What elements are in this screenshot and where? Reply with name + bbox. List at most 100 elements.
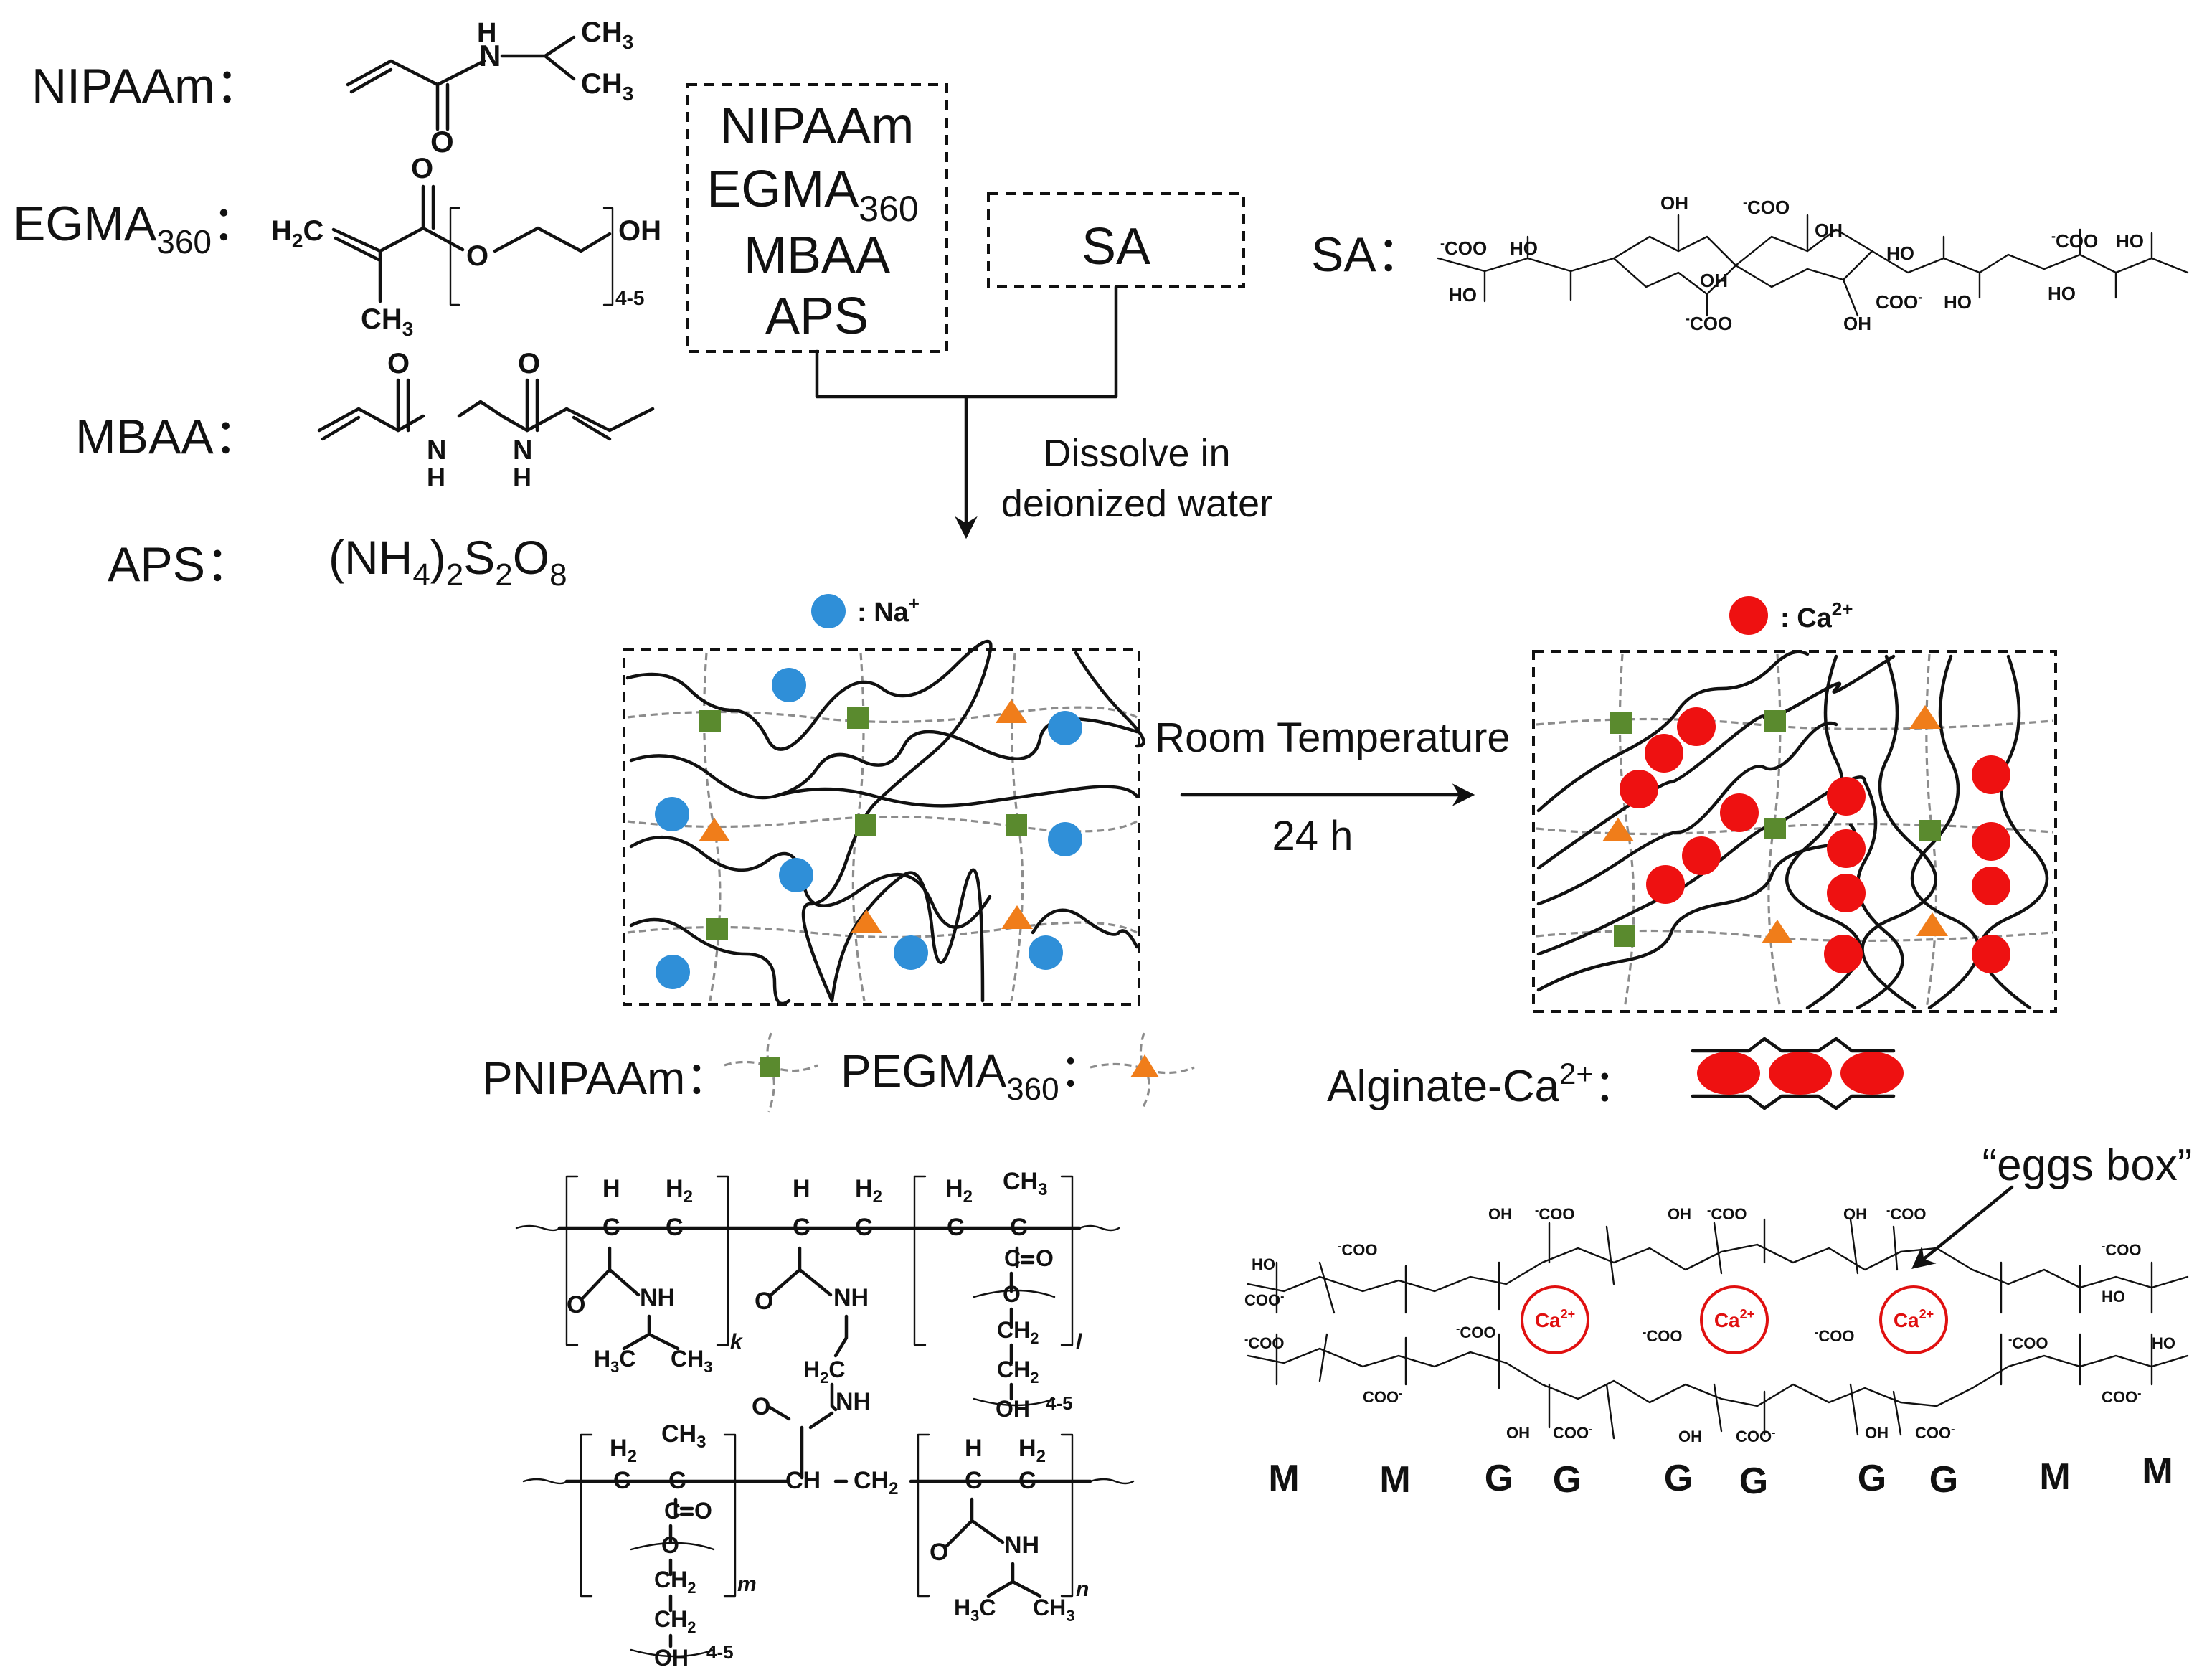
aps-label: APS： bbox=[108, 537, 254, 592]
svg-text:CH3: CH3 bbox=[361, 303, 413, 340]
svg-text:CH2: CH2 bbox=[654, 1606, 696, 1636]
svg-text:O: O bbox=[752, 1393, 770, 1420]
seq-3: G bbox=[1485, 1458, 1513, 1499]
svg-text:CH: CH bbox=[785, 1467, 821, 1494]
svg-text:O: O bbox=[430, 125, 454, 159]
ca-ion-1 bbox=[1521, 1285, 1589, 1354]
svg-text:OH: OH bbox=[1865, 1424, 1889, 1442]
svg-text:OH: OH bbox=[654, 1645, 689, 1671]
svg-text:OH: OH bbox=[1815, 220, 1843, 241]
svg-text:C: C bbox=[664, 1498, 681, 1524]
svg-text:O: O bbox=[466, 240, 488, 272]
na-network-frame bbox=[623, 648, 1140, 1006]
svg-text:HO: HO bbox=[2102, 1288, 2125, 1306]
svg-text:HO: HO bbox=[1449, 284, 1477, 306]
mbaa-label: MBAA： bbox=[75, 410, 263, 464]
svg-text:H: H bbox=[793, 1175, 810, 1202]
alginate-ca-label: Alginate-Ca2+： bbox=[1327, 1057, 1638, 1111]
svg-text:CH2: CH2 bbox=[854, 1467, 898, 1499]
svg-text:H2: H2 bbox=[1018, 1435, 1046, 1466]
svg-text:H2: H2 bbox=[855, 1175, 882, 1207]
egma-structure: H2C O O OH CH3 4-5 bbox=[271, 153, 661, 340]
svg-text:O: O bbox=[411, 153, 433, 184]
svg-text:N: N bbox=[427, 435, 446, 466]
svg-text:l: l bbox=[1076, 1330, 1082, 1354]
svg-text:H: H bbox=[427, 463, 445, 492]
svg-text:C: C bbox=[1018, 1467, 1036, 1494]
svg-text:C: C bbox=[613, 1467, 631, 1494]
svg-text:OH: OH bbox=[1843, 313, 1871, 334]
svg-text:HO: HO bbox=[2152, 1334, 2175, 1352]
seq-8: G bbox=[1929, 1459, 1958, 1501]
svg-text:CH2: CH2 bbox=[997, 1317, 1039, 1347]
svg-text:O: O bbox=[755, 1288, 773, 1315]
aps-formula: (NH4)2S2O8 bbox=[329, 531, 567, 593]
svg-text:O: O bbox=[1003, 1281, 1021, 1307]
svg-text:H2: H2 bbox=[666, 1175, 693, 1207]
na-legend-label: : Na+ bbox=[857, 593, 920, 628]
ca-legend-label: : Ca2+ bbox=[1780, 598, 1853, 633]
svg-text:-COO: -COO bbox=[1815, 1326, 1854, 1345]
svg-text:O: O bbox=[694, 1498, 712, 1524]
svg-text:-COO: -COO bbox=[1535, 1204, 1574, 1223]
svg-text:COO-: COO- bbox=[1736, 1427, 1775, 1445]
svg-text:CH3: CH3 bbox=[581, 68, 633, 105]
seq-1: M bbox=[1268, 1458, 1299, 1499]
monomer-box-line2: EGMA360 bbox=[706, 161, 918, 229]
svg-text:COO-: COO- bbox=[1876, 290, 1922, 313]
block-sequence: M M G G G G G G M M bbox=[1268, 1450, 2173, 1502]
ca-network bbox=[1532, 650, 2057, 1013]
svg-text:m: m bbox=[737, 1572, 757, 1596]
nipaam-structure: H N O CH3 CH3 bbox=[346, 16, 633, 159]
monomer-box-line1: NIPAAm bbox=[720, 98, 914, 155]
svg-text:H2: H2 bbox=[610, 1435, 637, 1466]
svg-text:HO: HO bbox=[2116, 230, 2144, 252]
sa-box bbox=[987, 192, 1245, 288]
svg-text:O: O bbox=[387, 348, 410, 379]
svg-text:OH: OH bbox=[1700, 270, 1728, 291]
svg-text:NH: NH bbox=[640, 1284, 675, 1311]
polymer-structure: H H2 C C O NH H3C CH3 k H H2 C C O NH H2… bbox=[515, 1168, 1135, 1671]
svg-text:O: O bbox=[1036, 1245, 1054, 1271]
svg-text:H3C: H3C bbox=[594, 1346, 635, 1376]
svg-text:Ca2+: Ca2+ bbox=[1894, 1307, 1934, 1331]
svg-text:OH: OH bbox=[1668, 1205, 1691, 1223]
svg-text:-COO: -COO bbox=[1440, 236, 1487, 259]
svg-text:CH3: CH3 bbox=[1033, 1595, 1074, 1625]
svg-text:-COO: -COO bbox=[1686, 311, 1732, 334]
svg-text:O: O bbox=[518, 348, 540, 379]
svg-text:k: k bbox=[730, 1330, 743, 1354]
svg-text:C: C bbox=[602, 1214, 620, 1241]
svg-text:C: C bbox=[668, 1467, 686, 1494]
seq-4: G bbox=[1553, 1459, 1582, 1501]
svg-text:-COO: -COO bbox=[2051, 229, 2098, 252]
seq-10: M bbox=[2142, 1450, 2173, 1492]
egg-box-ca-ions: Ca2+ Ca2+ Ca2+ bbox=[1521, 1285, 1948, 1354]
svg-text:OH: OH bbox=[996, 1396, 1030, 1422]
svg-text:OH: OH bbox=[1488, 1205, 1512, 1223]
svg-text:-COO: -COO bbox=[1338, 1240, 1377, 1259]
ca-legend-icon bbox=[1729, 596, 1768, 635]
eggs-box-label: “eggs box” bbox=[1982, 1141, 2193, 1190]
na-legend-icon bbox=[811, 594, 846, 628]
svg-text:CH3: CH3 bbox=[661, 1420, 706, 1452]
svg-text:-COO: -COO bbox=[1743, 195, 1790, 218]
pegma-label: PEGMA360： bbox=[841, 1045, 1105, 1107]
svg-text:H3C: H3C bbox=[954, 1595, 996, 1625]
svg-text:O: O bbox=[930, 1539, 948, 1566]
svg-text:OH: OH bbox=[618, 215, 661, 247]
svg-text:N: N bbox=[513, 435, 532, 466]
svg-text:Ca2+: Ca2+ bbox=[1714, 1307, 1754, 1331]
egma-label: EGMA360： bbox=[13, 197, 260, 260]
svg-text:n: n bbox=[1076, 1577, 1089, 1601]
seq-2: M bbox=[1379, 1459, 1410, 1501]
svg-text:NH: NH bbox=[1004, 1532, 1039, 1559]
pnipaam-legend-icon bbox=[724, 1032, 818, 1113]
svg-text:-COO: -COO bbox=[1456, 1323, 1495, 1341]
svg-text:COO-: COO- bbox=[2102, 1387, 2141, 1406]
reaction-condition-line1: Room Temperature bbox=[1155, 714, 1510, 761]
svg-text:CH3: CH3 bbox=[671, 1346, 712, 1376]
svg-text:H: H bbox=[602, 1175, 620, 1202]
svg-text:-COO: -COO bbox=[1643, 1326, 1682, 1345]
svg-text:HO: HO bbox=[1944, 291, 1972, 313]
